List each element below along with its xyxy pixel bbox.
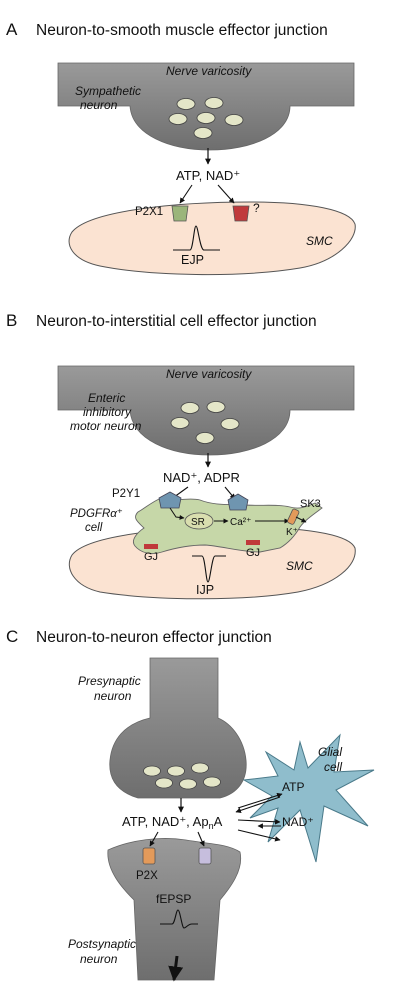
panel-c-title: Neuron-to-neuron effector junction xyxy=(36,629,272,646)
transmitters-c: ATP, NAD⁺, ApnA xyxy=(122,814,223,831)
glial-cell xyxy=(242,733,375,863)
calcium-label: Ca²⁺ xyxy=(230,517,251,528)
glial-label-line1: Glial xyxy=(318,745,342,759)
vesicles-b xyxy=(170,401,240,444)
presynaptic-label-line1: Presynaptic xyxy=(78,674,141,688)
fepsp-label: fEPSP xyxy=(156,892,191,906)
fepsp-trace xyxy=(160,909,198,929)
panel-a-title: Neuron-to-smooth muscle effector junctio… xyxy=(36,22,328,39)
vesicle xyxy=(203,776,221,788)
vesicle xyxy=(176,98,196,110)
panel-a-letter: A xyxy=(6,20,18,39)
glial-label-line2: cell xyxy=(324,760,342,774)
panel-b-title: Neuron-to-interstitial cell effector jun… xyxy=(36,313,317,330)
p2y1-receptor-right xyxy=(227,493,249,511)
transmitters-b: NAD⁺, ADPR xyxy=(163,470,240,485)
smc-label-b: SMC xyxy=(286,559,313,573)
arrow-glial-atp-in xyxy=(237,792,283,809)
vesicle xyxy=(180,402,200,414)
transmitters-c-end: A xyxy=(214,814,223,829)
neuron-label-b-line3: motor neuron xyxy=(70,419,142,433)
gap-junction-label-right: GJ xyxy=(246,547,260,559)
vesicle xyxy=(224,114,244,126)
ejp-label: EJP xyxy=(181,253,204,267)
p2y1-receptor-left xyxy=(158,491,182,509)
vesicle xyxy=(196,112,216,124)
panel-c-letter: C xyxy=(6,627,18,646)
neuron-label-a-line1: Sympathetic xyxy=(75,84,141,98)
vesicle xyxy=(143,765,161,777)
ejp-trace xyxy=(173,225,220,251)
vesicle xyxy=(193,127,213,139)
ijp-trace xyxy=(192,555,226,583)
sr-organelle xyxy=(184,512,214,530)
k-efflux-arrow xyxy=(295,516,307,523)
receptor-c2 xyxy=(198,847,212,865)
transmitters-c-sub: n xyxy=(209,821,214,831)
unknown-receptor xyxy=(232,205,250,222)
nerve-varicosity-label-a: Nerve varicosity xyxy=(166,64,252,78)
vesicle xyxy=(155,777,173,789)
presynaptic-label-line2: neuron xyxy=(94,689,132,703)
arrow-to-receptor-c2 xyxy=(197,831,205,847)
arrow-glial-nad-in xyxy=(237,819,281,825)
sr-label: SR xyxy=(191,517,205,528)
vesicle xyxy=(170,417,190,429)
vesicle xyxy=(191,762,209,774)
neuron-label-b-line2: inhibitory xyxy=(83,405,132,419)
vesicle xyxy=(206,401,226,413)
p2y1-label: P2Y1 xyxy=(112,488,140,500)
postsynaptic-neuron xyxy=(107,838,242,981)
ijp-label: IJP xyxy=(196,583,214,597)
vesicles-c xyxy=(143,762,221,790)
pdgfr-cell xyxy=(133,497,323,555)
nerve-varicosity-label-b: Nerve varicosity xyxy=(166,367,252,381)
glial-atp-label: ATP xyxy=(282,780,304,794)
p2y1-to-sr-arrow xyxy=(169,507,185,520)
arrow-glial-extra xyxy=(237,829,281,842)
gap-junction-left xyxy=(144,544,158,549)
vesicle xyxy=(167,765,185,777)
pdgfr-label-line2: cell xyxy=(85,522,103,534)
panel-a: A Neuron-to-smooth muscle effector junct… xyxy=(6,20,356,276)
vesicle xyxy=(195,432,215,444)
arrow-to-p2x xyxy=(149,831,159,847)
transmitters-c-main: ATP, NAD⁺, Ap xyxy=(122,814,209,829)
postsynaptic-label-line2: neuron xyxy=(80,952,118,966)
glial-nad-label: NAD⁺ xyxy=(282,815,314,829)
transmitters-a: ATP, NAD⁺ xyxy=(176,168,240,183)
panel-c: C Neuron-to-neuron effector junction Pre… xyxy=(6,627,375,982)
sk3-label: SK3 xyxy=(300,498,321,510)
vesicle xyxy=(168,113,188,125)
neuron-label-b-line1: Enteric xyxy=(88,391,125,405)
p2x-label: P2X xyxy=(136,870,158,882)
output-arrow xyxy=(168,955,184,982)
vesicle xyxy=(179,778,197,790)
smc-label-a: SMC xyxy=(306,234,333,248)
presynaptic-neuron xyxy=(109,657,247,799)
postsynaptic-label-line1: Postsynaptic xyxy=(68,937,136,951)
arrow-to-p2x1 xyxy=(179,184,193,204)
p2x1-receptor xyxy=(171,205,189,222)
p2x1-label: P2X1 xyxy=(135,206,163,218)
vesicle xyxy=(204,97,224,109)
arrow-glial-atp-out xyxy=(235,796,281,814)
neuron-label-a-line2: neuron xyxy=(80,98,118,112)
panel-b: B Neuron-to-interstitial cell effector j… xyxy=(6,311,356,600)
gap-junction-label-left: GJ xyxy=(144,551,158,563)
potassium-label: K⁺ xyxy=(286,527,298,538)
vesicles-a xyxy=(168,97,244,139)
arrow-to-unknown-receptor xyxy=(217,184,235,204)
p2x-receptor xyxy=(142,847,156,865)
vesicle xyxy=(220,418,240,430)
sympathetic-neuron xyxy=(57,62,355,151)
panel-b-letter: B xyxy=(6,311,17,330)
sk3-channel xyxy=(287,508,300,525)
unknown-receptor-label: ? xyxy=(253,201,260,215)
smc-shape-a xyxy=(68,201,356,276)
gap-junction-right xyxy=(246,540,260,545)
pdgfr-label-line1: PDGFRα⁺ xyxy=(70,508,123,520)
enteric-neuron xyxy=(57,365,355,456)
